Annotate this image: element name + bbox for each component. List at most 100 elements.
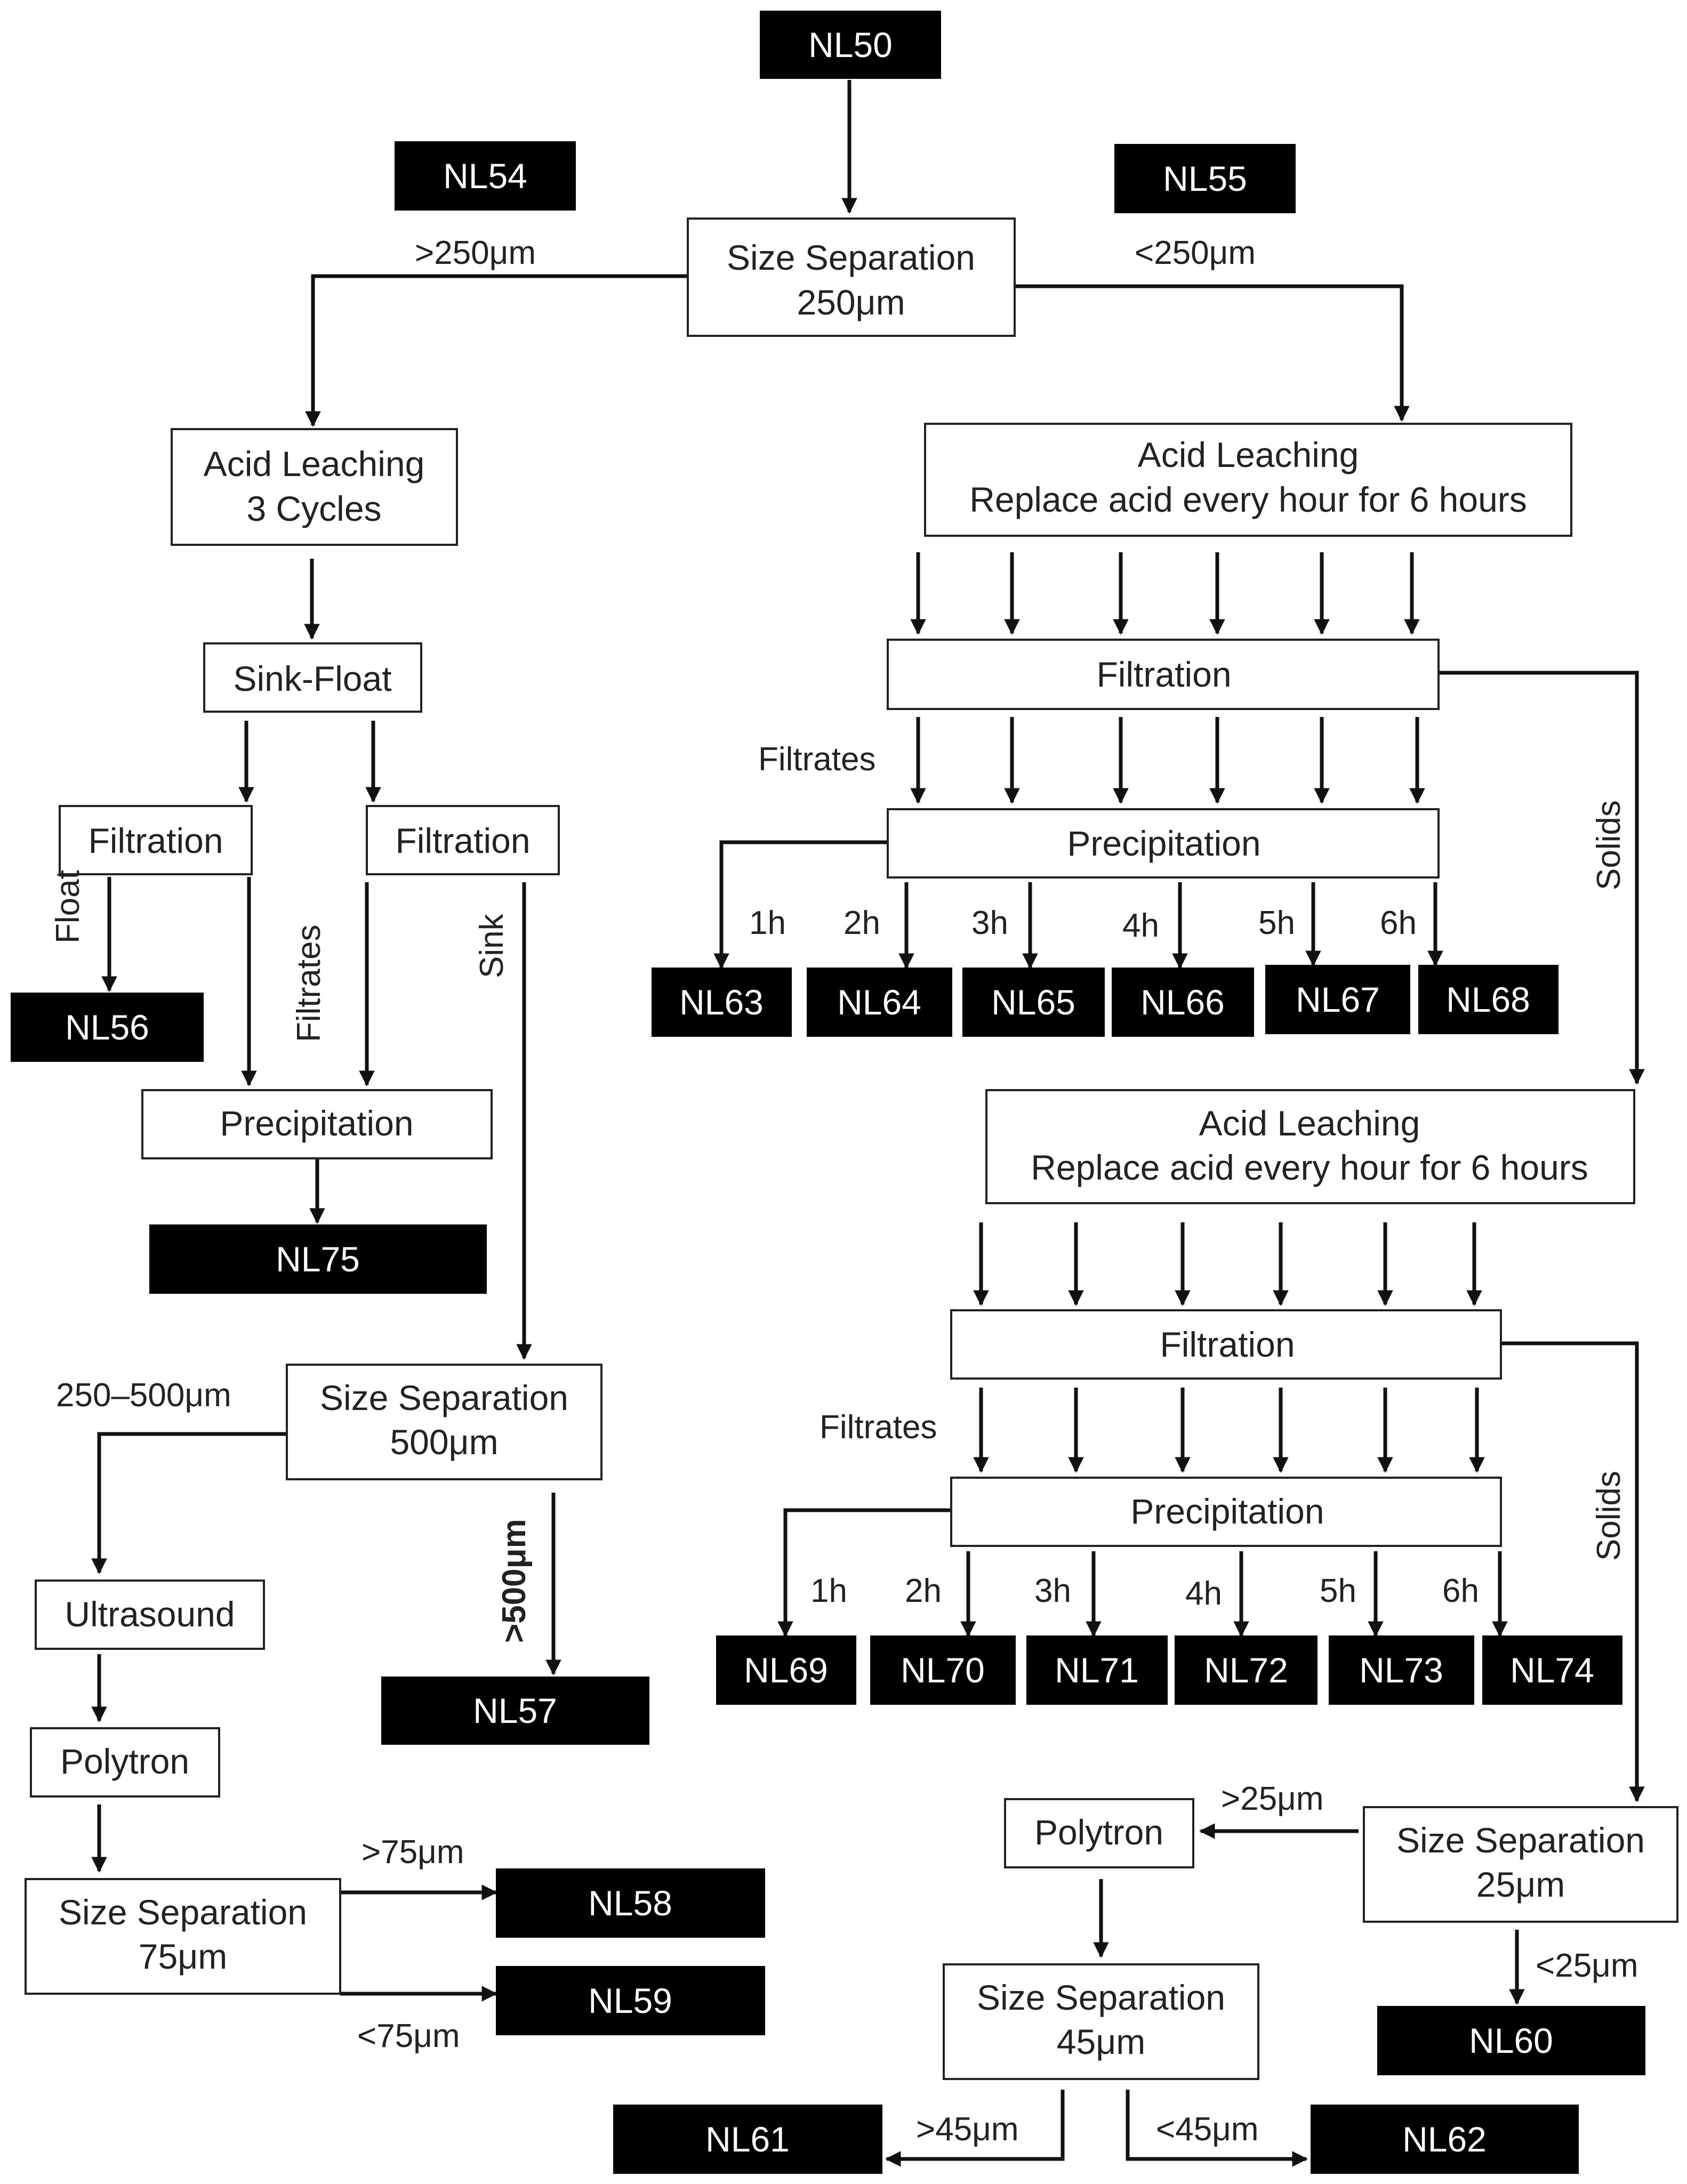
filtration-left-label: Filtration: [88, 821, 223, 860]
process-boxes: Size Separation 250μm Acid Leaching 3 Cy…: [25, 217, 1678, 2080]
label-hour-r2-6: 6h: [1442, 1573, 1479, 1609]
polytron-left-box: [30, 1727, 220, 1798]
sample-nl50: NL50: [760, 11, 941, 79]
sink-float-label: Sink-Float: [233, 659, 391, 698]
ultrasound-box: [35, 1579, 265, 1650]
sample-nl74-box: [1482, 1635, 1622, 1705]
label-filtrates-r2: Filtrates: [820, 1409, 937, 1446]
acid-leaching-right-1: Acid Leaching Replace acid every hour fo…: [924, 423, 1572, 537]
filtration-right-2-box: [950, 1309, 1502, 1380]
sample-nl69-label: NL69: [744, 1650, 828, 1690]
label-gt45: >45μm: [916, 2111, 1019, 2148]
filtration-middle-label: Filtration: [395, 821, 530, 860]
sample-nl65: NL65: [962, 968, 1105, 1037]
polytron-left: Polytron: [30, 1727, 220, 1798]
sample-nl66-box: [1112, 968, 1254, 1037]
sample-nl70: NL70: [870, 1635, 1016, 1705]
size-separation-25: Size Separation 25μm: [1363, 1806, 1678, 1923]
size-separation-45-box: [943, 1963, 1259, 2080]
sample-nl68-box: [1418, 965, 1559, 1034]
size-separation-500-title: Size Separation: [320, 1378, 568, 1417]
sample-nl74-label: NL74: [1510, 1650, 1594, 1690]
sample-nl55-label: NL55: [1163, 159, 1247, 198]
precipitation-right-2: Precipitation: [950, 1477, 1502, 1547]
sample-nl50-label: NL50: [808, 25, 893, 65]
sample-nl72: NL72: [1175, 1635, 1318, 1705]
size-separation-45-title: Size Separation: [977, 1978, 1225, 2017]
filtration-right-1-box: [887, 639, 1440, 710]
sample-nl70-box: [870, 1635, 1016, 1705]
size-separation-45-subtitle: 45μm: [1057, 2022, 1145, 2061]
filtration-right-1-label: Filtration: [1096, 655, 1231, 694]
label-float: Float: [50, 870, 86, 944]
sample-nl61: NL61: [613, 2105, 882, 2174]
filtration-left: Filtration: [59, 805, 253, 875]
sample-nl58: NL58: [496, 1868, 765, 1938]
sample-nl71-label: NL71: [1055, 1650, 1139, 1690]
sample-nl61-label: NL61: [705, 2119, 790, 2159]
sample-nl67: NL67: [1265, 965, 1410, 1034]
edge-solids-r1-to-acidleach2: [1439, 671, 1645, 1085]
precipitation-right-1: Precipitation: [887, 808, 1440, 879]
precipitation-right-2-box: [950, 1477, 1502, 1547]
polytron-right-label: Polytron: [1034, 1812, 1163, 1852]
sample-boxes: NL50 NL54 NL55 NL56 NL75 NL57 NL58 NL59 …: [11, 11, 1645, 2174]
size-separation-500-subtitle: 500μm: [390, 1422, 498, 1462]
acid-leaching-right-1-title: Acid Leaching: [1138, 435, 1359, 474]
sample-nl71: NL71: [1026, 1635, 1168, 1705]
acid-leaching-3-cycles-title: Acid Leaching: [204, 444, 425, 483]
sample-nl61-box: [613, 2105, 882, 2174]
sample-nl64-box: [807, 968, 952, 1037]
sample-nl57: NL57: [381, 1677, 649, 1745]
sink-float: Sink-Float: [203, 642, 422, 713]
filtration-middle-box: [366, 805, 560, 875]
edge-labels: >250μm <250μm Float Filtrates Sink 250–5…: [50, 235, 1638, 2148]
size-separation-75-box: [25, 1878, 341, 1995]
precipitation-left: Precipitation: [141, 1089, 493, 1159]
sample-nl73: NL73: [1329, 1635, 1474, 1705]
filtration-middle: Filtration: [366, 805, 560, 875]
acid-leaching-right-1-subtitle: Replace acid every hour for 6 hours: [969, 480, 1527, 519]
acid-leaching-right-2-box: [985, 1089, 1635, 1204]
polytron-right: Polytron: [1004, 1798, 1194, 1868]
sample-nl58-box: [496, 1868, 765, 1938]
sample-nl70-label: NL70: [901, 1650, 985, 1690]
sample-nl75: NL75: [149, 1224, 487, 1294]
label-hour-r1-4: 4h: [1122, 907, 1159, 944]
polytron-right-box: [1004, 1798, 1194, 1868]
size-separation-75-subtitle: 75μm: [139, 1937, 227, 1976]
label-sink: Sink: [473, 913, 510, 978]
size-separation-250-subtitle: 250μm: [797, 283, 905, 322]
label-hour-r1-1: 1h: [749, 905, 786, 941]
size-separation-25-box: [1363, 1806, 1678, 1923]
sample-nl54: NL54: [395, 141, 576, 211]
sample-nl60-box: [1377, 2006, 1645, 2075]
acid-leaching-3-cycles-subtitle: 3 Cycles: [246, 489, 381, 528]
acid-leaching-right-1-box: [924, 423, 1572, 537]
label-lt45: <45μm: [1156, 2111, 1259, 2148]
label-hour-r2-1: 1h: [810, 1573, 847, 1609]
size-separation-25-title: Size Separation: [1396, 1820, 1645, 1860]
label-hour-r1-3: 3h: [971, 905, 1008, 941]
sample-nl55-box: [1114, 144, 1296, 213]
precipitation-right-2-label: Precipitation: [1130, 1492, 1324, 1531]
sample-nl56: NL56: [11, 993, 204, 1062]
sample-nl64: NL64: [807, 968, 952, 1037]
sample-nl59-box: [496, 1966, 765, 2035]
sample-nl55: NL55: [1114, 144, 1296, 213]
edge-precip-r2-to-nl69: [777, 1508, 951, 1637]
sample-nl54-box: [395, 141, 576, 211]
label-250-500: 250–500μm: [56, 1377, 231, 1414]
filtration-right-2-label: Filtration: [1160, 1325, 1295, 1364]
label-filtrates-r1: Filtrates: [758, 741, 875, 778]
sample-nl63: NL63: [652, 968, 792, 1037]
sample-nl75-box: [149, 1224, 487, 1294]
label-lt25: <25μm: [1536, 1947, 1638, 1984]
size-separation-250-box: [687, 217, 1016, 337]
sample-nl73-box: [1329, 1635, 1474, 1705]
sample-nl56-box: [11, 993, 204, 1062]
edge-gt250-to-acidleach3: [305, 274, 688, 427]
acid-leaching-right-2-subtitle: Replace acid every hour for 6 hours: [1031, 1148, 1588, 1187]
sample-nl69-box: [716, 1635, 856, 1705]
